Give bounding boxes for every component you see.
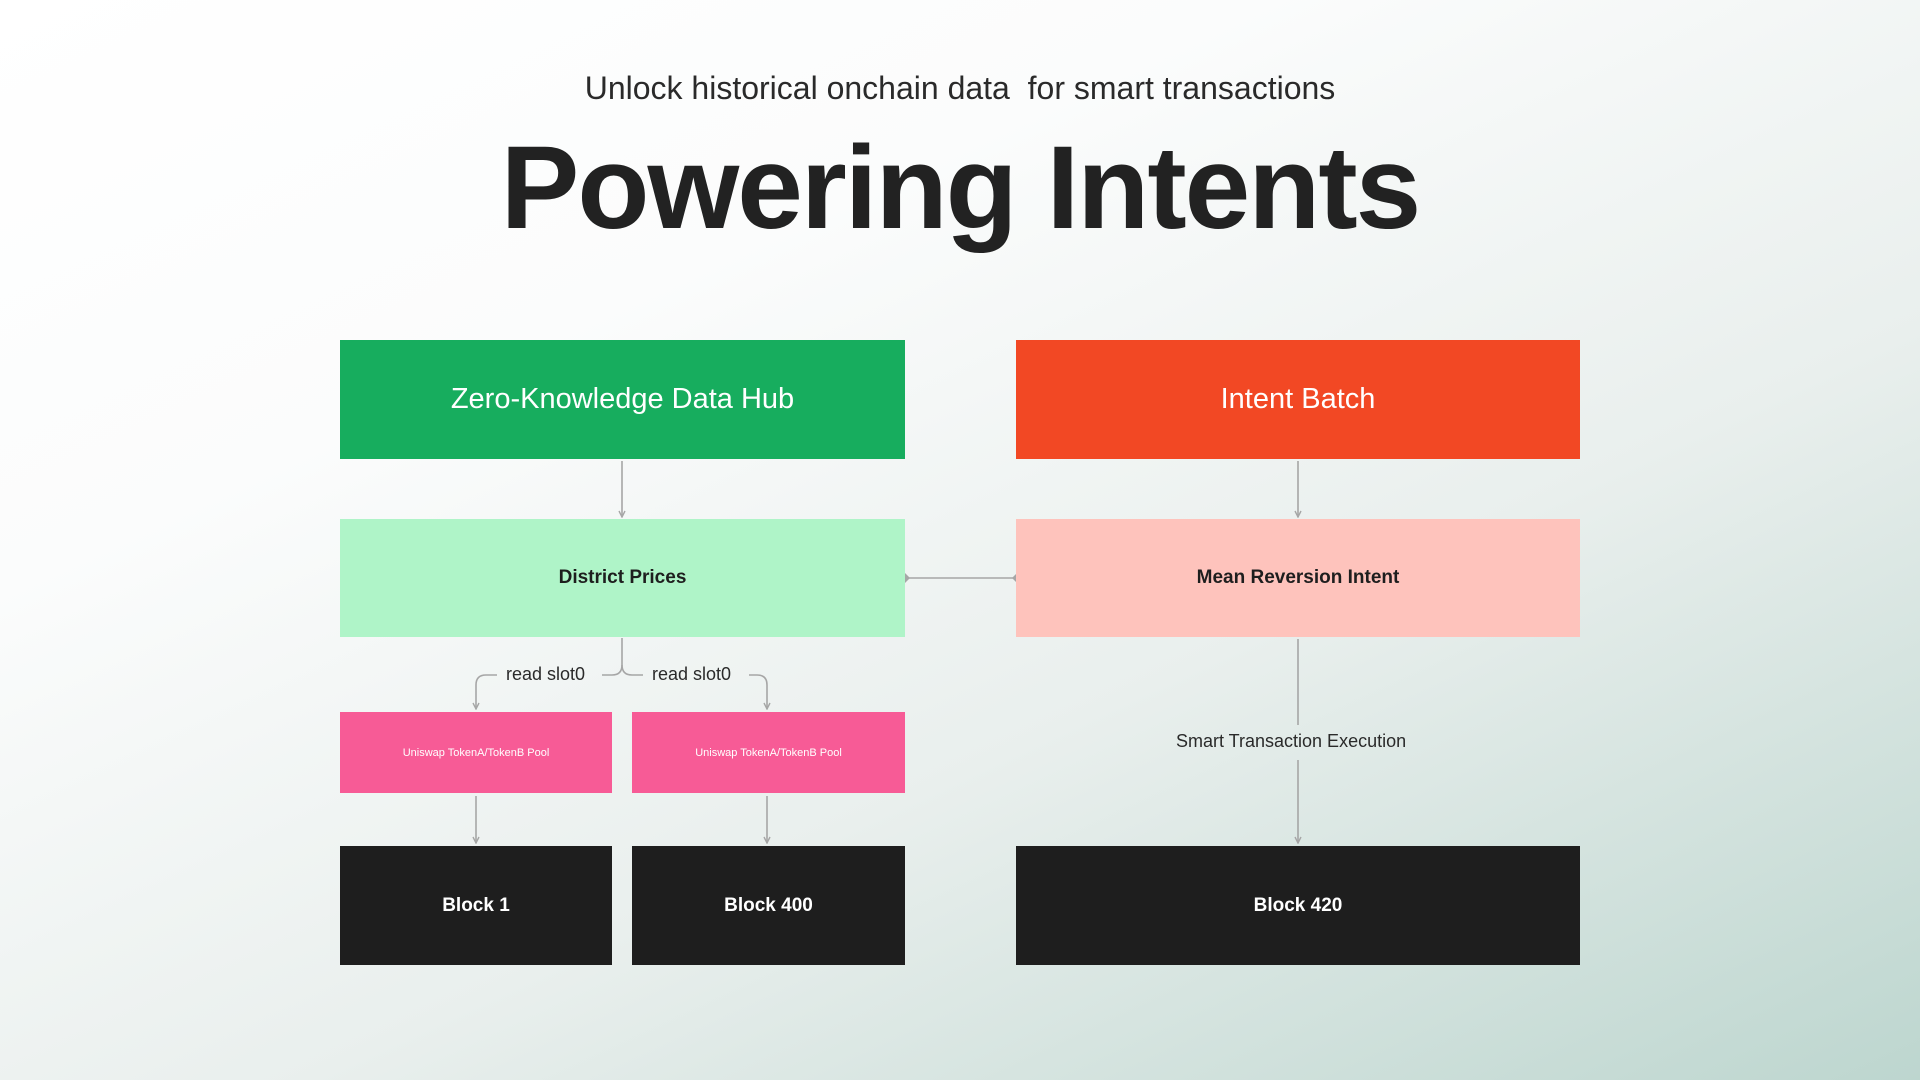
smart-transaction-execution-label: Smart Transaction Execution bbox=[1176, 731, 1407, 751]
district-prices-box: District Prices bbox=[340, 519, 905, 637]
connector-prices-to-pool-2 bbox=[621, 664, 767, 709]
zk-data-hub-label: Zero-Knowledge Data Hub bbox=[450, 383, 795, 415]
uniswap-pool-box-1: Uniswap TokenA/TokenB Pool bbox=[340, 712, 612, 793]
block-420-label: Block 420 bbox=[1253, 894, 1343, 916]
read-slot0-label-left: read slot0 bbox=[506, 664, 586, 684]
intent-batch-label: Intent Batch bbox=[1220, 383, 1376, 415]
uniswap-pool-box-2: Uniswap TokenA/TokenB Pool bbox=[632, 712, 905, 793]
zk-data-hub-box: Zero-Knowledge Data Hub bbox=[340, 340, 905, 459]
mean-reversion-intent-box: Mean Reversion Intent bbox=[1016, 519, 1580, 637]
district-prices-label: District Prices bbox=[558, 567, 687, 588]
diagram-subtitle: Unlock historical onchain data for smart… bbox=[584, 70, 1336, 106]
mean-reversion-intent-label: Mean Reversion Intent bbox=[1196, 567, 1400, 588]
block-420-box: Block 420 bbox=[1016, 846, 1580, 965]
uniswap-pool-label-1: Uniswap TokenA/TokenB Pool bbox=[402, 746, 550, 759]
block-400-label: Block 400 bbox=[724, 894, 813, 916]
uniswap-pool-label-2: Uniswap TokenA/TokenB Pool bbox=[695, 746, 842, 759]
diagram-title: Powering Intents bbox=[500, 122, 1422, 254]
block-1-label: Block 1 bbox=[442, 894, 510, 916]
intent-batch-box: Intent Batch bbox=[1016, 340, 1580, 459]
read-slot0-label-right: read slot0 bbox=[652, 664, 732, 684]
block-400-box: Block 400 bbox=[632, 846, 905, 965]
block-1-box: Block 1 bbox=[340, 846, 612, 965]
